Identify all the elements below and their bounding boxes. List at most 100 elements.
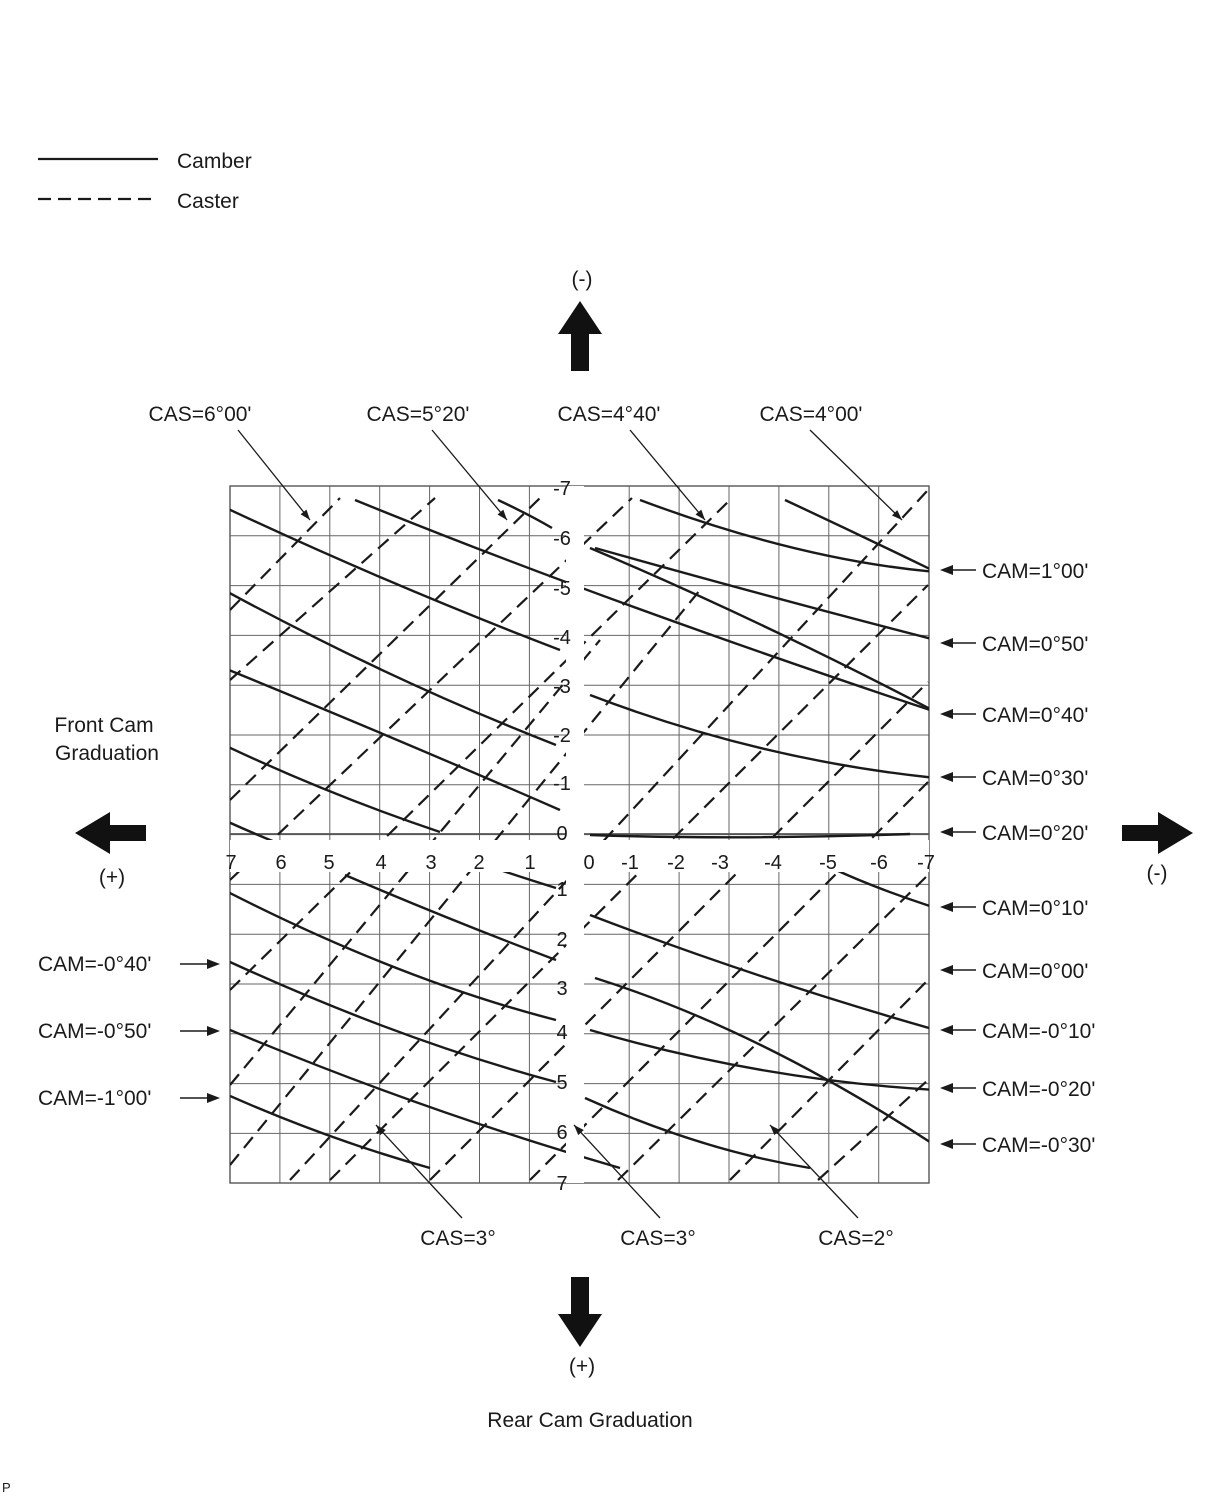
callout-arrowhead-icon [940,902,953,912]
arrow-right-icon [1122,812,1193,854]
caster-callout-label: CAS=6°00' [149,403,252,426]
camber-callout-label: CAM=0°40' [982,704,1088,727]
camber-line [230,960,557,1084]
camber-line [589,693,929,779]
camber-line [344,873,557,962]
rear-cam-tick-label: -1 [553,773,571,795]
camber-line [639,498,929,573]
front-cam-tick-label: 1 [524,852,535,874]
camber-line [594,546,929,640]
camber-callout-label: CAM=0°30' [982,767,1088,790]
callout-leader-line [769,1124,859,1219]
caster-callout-label: CAS=3° [620,1227,696,1250]
caster-line [429,681,929,1181]
caster-line [617,874,929,1181]
camber-callouts: CAM=1°00'CAM=0°50'CAM=0°40'CAM=0°30'CAM=… [38,560,1095,1157]
direction-arrows [75,301,1193,1347]
callout-arrowhead-icon [695,509,705,520]
camber-callout-label: CAM=-0°10' [982,1020,1095,1043]
callout-arrowhead-icon [770,1125,780,1136]
callout-arrowhead-icon [207,959,220,969]
caster-line [230,497,633,881]
caster-callout-label: CAS=2° [818,1227,894,1250]
right-sign: (-) [1147,862,1168,885]
rear-cam-title: Rear Cam Graduation [487,1409,692,1432]
callout-leader-line [237,429,311,521]
top-sign: (-) [572,268,593,291]
caster-line [230,497,436,681]
front-cam-title-line2: Graduation [55,742,159,765]
camber-callout-label: CAM=1°00' [982,560,1088,583]
front-cam-tick-label: -7 [917,852,935,874]
caster-line [230,497,733,991]
camber-line [230,746,441,834]
camber-line [835,868,929,907]
callout-arrowhead-icon [207,1026,220,1036]
front-cam-tick-label: 6 [275,852,286,874]
callout-arrowhead-icon [940,772,953,782]
camber-callout-label: CAM=-0°40' [38,953,151,976]
camber-callout-label: CAM=-0°50' [38,1020,151,1043]
camber-line [589,832,911,839]
caster-line [230,497,341,611]
legend: Camber Caster [38,150,252,213]
front-cam-tick-label: 7 [225,852,236,874]
camber-line [589,1028,929,1091]
callout-arrowhead-icon [940,638,953,648]
callout-leader-line [629,429,706,521]
camber-line [584,1096,811,1170]
left-sign: (+) [99,866,125,889]
callout-arrowhead-icon [376,1125,386,1136]
rear-cam-tick-label: 2 [556,929,567,951]
front-cam-tick-label: -6 [870,852,888,874]
camber-callout-label: CAM=-0°30' [982,1134,1095,1157]
callout-arrowhead-icon [891,510,902,520]
rear-cam-tick-label: -6 [553,528,571,550]
caster-line [817,1079,929,1181]
rear-cam-tick-label: -2 [553,725,571,747]
rear-cam-tick-label: 4 [556,1022,567,1044]
callout-arrowhead-icon [207,1093,220,1103]
callout-leader-line [809,429,903,521]
caster-callout-label: CAS=3° [420,1227,496,1250]
front-cam-tick-label: 2 [473,852,484,874]
camber-line [497,498,553,530]
arrow-up-icon [558,301,602,371]
rear-cam-tick-label: 3 [556,978,567,1000]
rear-cam-tick-label: -3 [553,676,571,698]
camber-line [230,669,561,812]
rear-cam-tick-label: -4 [553,627,571,649]
callout-leader-line [375,1124,463,1219]
caster-callout-label: CAS=5°20' [367,403,470,426]
legend-camber-label: Camber [177,150,252,173]
caster-line [230,589,701,1166]
front-cam-title-line1: Front Cam [54,714,153,737]
camber-line [589,546,929,710]
camber-line [594,976,929,1143]
arrow-left-icon [75,812,146,854]
callout-leader-line [573,1124,661,1219]
arrow-down-icon [558,1277,602,1347]
callout-leader-line [431,429,508,521]
callout-arrowhead-icon [940,1025,953,1035]
callout-arrowhead-icon [940,827,953,837]
caster-line [230,497,541,801]
front-cam-tick-label: -2 [667,852,685,874]
camber-line [230,1094,431,1170]
camber-callout-label: CAM=-0°20' [982,1078,1095,1101]
callout-arrowhead-icon [940,565,953,575]
callout-arrowhead-icon [940,1083,953,1093]
caster-callouts: CAS=6°00'CAS=5°20'CAS=4°40'CAS=4°00'CAS=… [149,403,903,1250]
callout-arrowhead-icon [497,509,507,520]
camber-callout-label: CAM=0°10' [982,897,1088,920]
callout-arrowhead-icon [940,709,953,719]
camber-callout-label: CAM=0°20' [982,822,1088,845]
camber-line [589,913,929,1030]
rear-cam-tick-label: -7 [553,478,571,500]
front-cam-tick-label: 5 [323,852,334,874]
rear-cam-tick-label: 0 [556,823,567,845]
callout-arrowhead-icon [940,965,953,975]
callout-arrowhead-icon [940,1139,953,1149]
